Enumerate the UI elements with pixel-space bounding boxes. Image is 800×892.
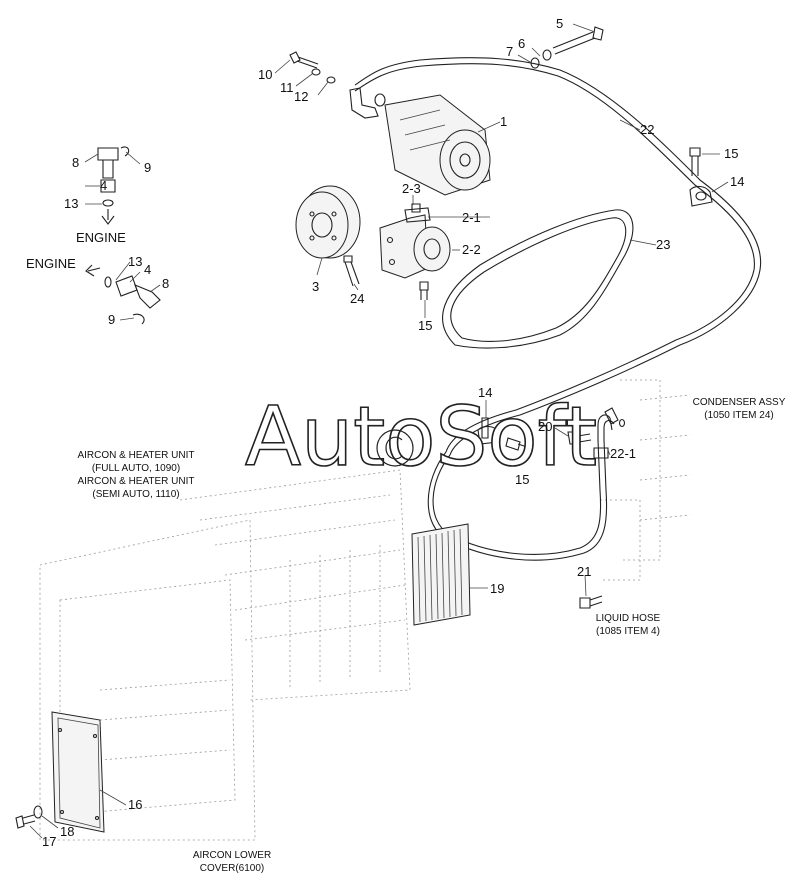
aircon-caption-2: (FULL AUTO, 1090) [92, 463, 180, 474]
callout-2-3: 2-3 [402, 181, 421, 196]
callout-24: 24 [350, 291, 364, 306]
callout-15c: 15 [515, 472, 529, 487]
callout-1: 1 [500, 114, 507, 129]
callout-23: 23 [656, 237, 670, 252]
bolt-24 [343, 255, 360, 287]
aircon-heater-unit-outline [39, 379, 691, 841]
callout-4b: 4 [144, 262, 151, 277]
hose-22 [354, 57, 762, 456]
callout-11: 11 [280, 80, 294, 95]
lower-cover-caption-2: COVER(6100) [200, 863, 264, 874]
callout-12: 12 [294, 89, 308, 104]
callout-3: 3 [312, 279, 319, 294]
callout-8a: 8 [72, 155, 79, 170]
callout-22: 22 [640, 122, 654, 137]
liquid-line-loop [427, 439, 608, 561]
engine-label-left: ENGINE [26, 256, 76, 271]
callout-16: 16 [128, 797, 142, 812]
washer-12 [326, 76, 336, 84]
callout-20: 20 [538, 419, 552, 434]
callout-15a: 15 [724, 146, 738, 161]
callout-5: 5 [556, 16, 563, 31]
callout-13a: 13 [64, 196, 78, 211]
bolt-5 [552, 26, 604, 55]
washer-18 [33, 805, 43, 819]
lower-cover-caption-1: AIRCON LOWER [193, 850, 271, 861]
leader-lines [29, 23, 729, 839]
liquid-hose-caption-2: (1085 ITEM 4) [596, 626, 660, 637]
callout-4a: 4 [100, 178, 107, 193]
fitting-22-1 [593, 407, 626, 459]
condenser-caption-2: (1050 ITEM 24) [704, 410, 773, 421]
callout-9b: 9 [108, 312, 115, 327]
aircon-caption-1: AIRCON & HEATER UNIT [77, 450, 194, 461]
callout-19: 19 [490, 581, 504, 596]
condenser-caption-1: CONDENSER ASSY [693, 397, 786, 408]
callout-14a: 14 [730, 174, 744, 189]
washer-6 [542, 49, 552, 61]
watermark-copyright [376, 429, 414, 467]
callout-6: 6 [518, 36, 525, 51]
screw-17 [15, 814, 36, 829]
callout-2-2: 2-2 [462, 242, 481, 257]
aircon-caption-4: (SEMI AUTO, 1110) [92, 489, 179, 500]
clamp-14-top [689, 185, 713, 207]
callouts: 1 2-1 2-2 2-3 3 4 4 5 6 7 8 8 9 9 10 11 … [42, 16, 744, 849]
bolt-21 [579, 595, 603, 609]
callout-7: 7 [506, 44, 513, 59]
callout-9a: 9 [144, 160, 151, 175]
bolt-20 [567, 431, 592, 445]
callout-2-1: 2-1 [462, 210, 481, 225]
callout-22-1: 22-1 [610, 446, 636, 461]
callout-13b: 13 [128, 254, 142, 269]
callout-8b: 8 [162, 276, 169, 291]
washer-11 [311, 68, 321, 76]
lower-cover-panel [51, 711, 105, 833]
callout-15b: 15 [418, 318, 432, 333]
callout-14b: 14 [478, 385, 492, 400]
tensioner-bracket [379, 203, 451, 279]
callout-21: 21 [577, 564, 591, 579]
aircon-caption-3: AIRCON & HEATER UNIT [77, 476, 194, 487]
bolt-15-low [505, 437, 531, 451]
callout-18: 18 [60, 824, 74, 839]
liquid-hose-caption-1: LIQUID HOSE [596, 613, 661, 624]
bolt-10 [289, 51, 319, 69]
drive-belt [442, 209, 634, 349]
engine-fitting-vertical [97, 146, 130, 225]
engine-label-top: ENGINE [76, 230, 126, 245]
watermark: AutoSoft [245, 390, 597, 485]
compressor [349, 87, 491, 196]
engine-fitting-horizontal [85, 264, 161, 325]
cabin-filter [411, 523, 471, 626]
bolt-15-mid [419, 281, 429, 300]
callout-10: 10 [258, 67, 272, 82]
callout-17: 17 [42, 834, 56, 849]
pulley [295, 185, 361, 259]
captions: CONDENSER ASSY (1050 ITEM 24) AIRCON & H… [77, 397, 785, 874]
